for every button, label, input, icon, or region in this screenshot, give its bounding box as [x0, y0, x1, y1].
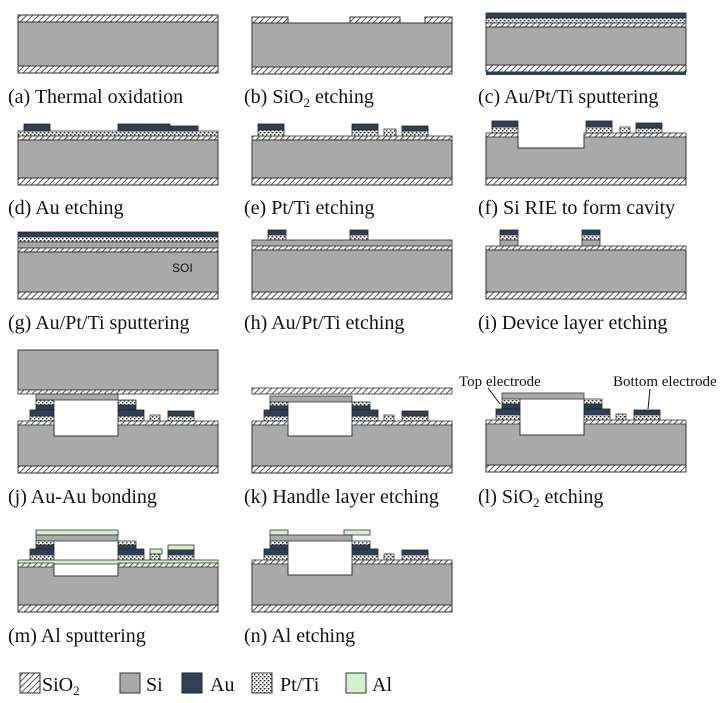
step-n-diagram	[251, 529, 453, 613]
step-b-diagram	[251, 16, 453, 75]
legend-swatch-si	[119, 672, 141, 694]
caption-b: (b) SiO2 etching	[244, 86, 374, 110]
step-e-diagram	[251, 123, 453, 186]
step-m-diagram	[17, 529, 219, 613]
caption-h: (h) Au/Pt/Ti etching	[244, 312, 404, 334]
caption-m: (m) Al sputtering	[8, 625, 146, 647]
legend-swatch-sio2	[19, 672, 41, 694]
legend-label-al: Al	[372, 674, 392, 696]
step-f-diagram	[485, 120, 687, 186]
step-c-diagram	[485, 12, 687, 75]
bottom-electrode-label: Bottom electrode	[613, 374, 717, 390]
caption-e: (e) Pt/Ti etching	[244, 197, 374, 219]
legend-swatch-ptti	[251, 672, 273, 694]
caption-g: (g) Au/Pt/Ti sputtering	[8, 312, 190, 334]
step-d-diagram	[17, 123, 219, 186]
step-k-diagram	[251, 387, 453, 474]
step-i-diagram	[485, 229, 687, 300]
caption-k: (k) Handle layer etching	[244, 486, 439, 508]
caption-l: (l) SiO2 etching	[478, 486, 603, 510]
step-h-diagram	[251, 229, 453, 300]
step-a-diagram	[17, 14, 219, 74]
legend-swatch-al	[345, 672, 367, 694]
caption-j: (j) Au-Au bonding	[8, 486, 157, 508]
top-electrode-label: Top electrode	[459, 374, 541, 390]
legend: SiO2 Si Au Pt/Ti Al	[19, 672, 392, 698]
legend-label-sio2: SiO2	[42, 674, 80, 698]
caption-d: (d) Au etching	[8, 197, 124, 219]
step-l-diagram	[485, 387, 687, 473]
legend-swatch-au	[181, 672, 203, 694]
soi-label: SOI	[172, 261, 193, 275]
step-g-diagram	[17, 231, 219, 300]
legend-label-ptti: Pt/Ti	[280, 674, 320, 696]
caption-n: (n) Al etching	[244, 625, 355, 647]
legend-label-si: Si	[146, 674, 163, 696]
step-j-diagram	[17, 349, 219, 474]
caption-c: (c) Au/Pt/Ti sputtering	[478, 86, 658, 108]
caption-i: (i) Device layer etching	[478, 312, 667, 334]
legend-label-au: Au	[210, 674, 234, 696]
caption-a: (a) Thermal oxidation	[8, 86, 183, 108]
caption-f: (f) Si RIE to form cavity	[478, 197, 675, 219]
